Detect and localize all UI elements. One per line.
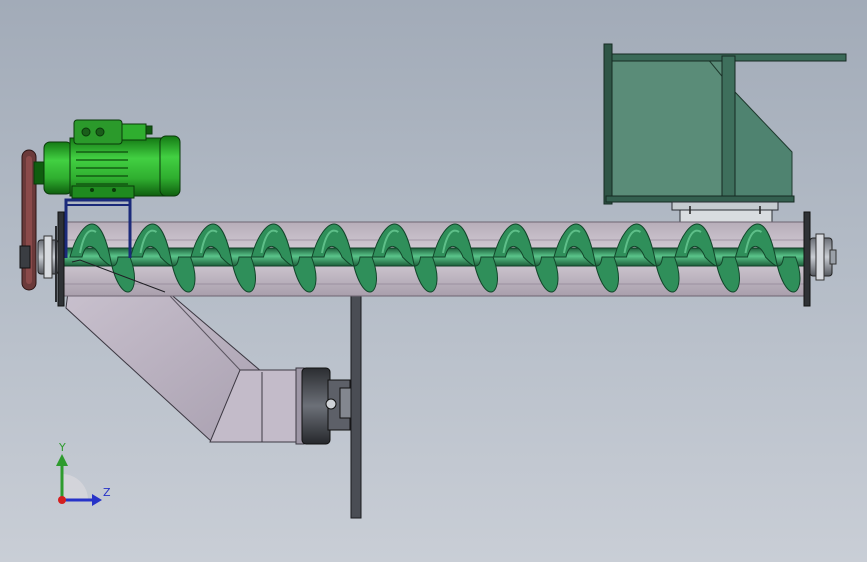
motor-fan-cover — [159, 135, 181, 197]
hopper-center-post — [721, 55, 736, 203]
hopper-bottom-flange — [605, 195, 795, 203]
motor-frame — [64, 198, 166, 293]
screw-flight — [371, 223, 438, 293]
hopper-left-post — [603, 43, 613, 205]
right-end-bearing — [803, 211, 837, 307]
hopper-outlet-collar — [671, 201, 779, 211]
screw-flight-highlight — [79, 229, 97, 254]
screw-flight — [432, 223, 498, 293]
electric-motor — [33, 119, 181, 199]
x-axis-dot — [58, 496, 66, 504]
left-end-bearing — [37, 211, 65, 307]
screw-flight-highlight — [442, 229, 460, 254]
inlet-hopper — [603, 43, 847, 225]
motor-feet — [71, 185, 135, 199]
screw-flight — [674, 223, 740, 293]
hopper-front-face — [611, 57, 723, 199]
lower-bearing-assembly — [301, 367, 353, 445]
screw-flight — [734, 223, 801, 293]
screw-flight — [553, 223, 619, 293]
screw-flight — [69, 223, 135, 293]
screw-flight-highlight — [200, 229, 218, 254]
screw-flight-highlight — [139, 229, 158, 254]
discharge-chute — [65, 291, 305, 445]
screw-flight — [250, 223, 317, 293]
screw-flight-highlight — [260, 229, 279, 254]
screw-flight-highlight — [684, 229, 702, 254]
screw-flight-highlight — [321, 229, 339, 254]
z-axis-label: Z — [103, 486, 111, 499]
support-leg — [350, 295, 362, 519]
screw-flight — [190, 223, 256, 293]
screw-flights — [69, 223, 801, 293]
right-end-plate — [803, 211, 811, 307]
y-axis-label: Y — [59, 441, 66, 454]
motor-cooling-fins — [76, 151, 128, 185]
screw-flight — [311, 223, 377, 293]
left-end-plate — [57, 211, 65, 307]
motor-end-shield — [43, 141, 73, 195]
screw-flight — [129, 223, 196, 293]
screw-flight-highlight — [502, 229, 521, 254]
screw-flight — [613, 223, 680, 293]
axis-triad-icon — [56, 454, 102, 506]
bearing-drum — [301, 367, 331, 445]
screw-flight-highlight — [381, 229, 400, 254]
drive-pulley — [19, 149, 37, 291]
screw-flight-highlight — [744, 229, 763, 254]
screw-flight — [492, 223, 559, 293]
motor-frame-left-leg — [64, 198, 132, 258]
screw-flight-highlight — [623, 229, 642, 254]
screw-flight-highlight — [563, 229, 581, 254]
